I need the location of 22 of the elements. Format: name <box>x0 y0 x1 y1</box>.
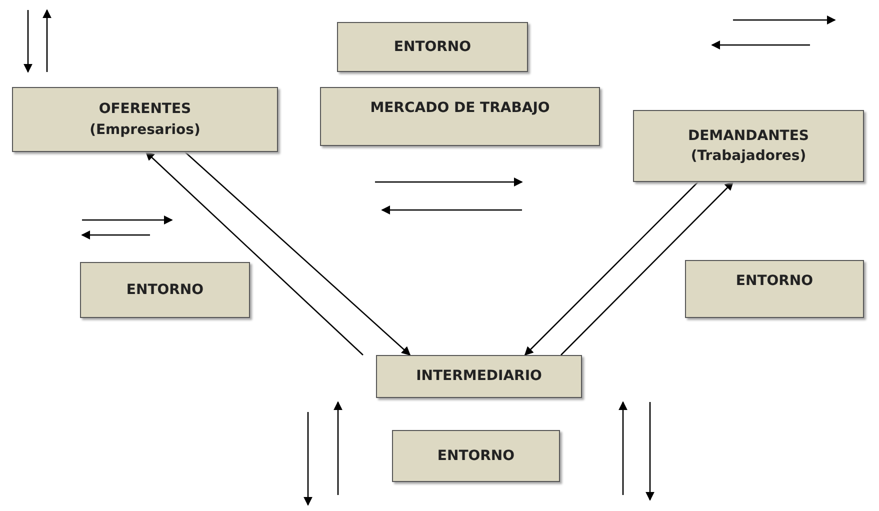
text-box <box>376 355 582 398</box>
box-label: DEMANDANTES <box>688 126 810 146</box>
box-label: ENTORNO <box>126 280 204 300</box>
box-label: ENTORNO <box>736 272 814 291</box>
text-box <box>392 430 560 482</box>
arrow <box>184 152 411 356</box>
box-label: ENTORNO <box>437 446 515 466</box>
box-label: (Trabajadores) <box>690 147 806 166</box>
arrow <box>524 182 698 356</box>
arrow <box>145 151 364 356</box>
box-label: MERCADO DE TRABAJO <box>370 99 550 118</box>
text-box <box>633 110 864 182</box>
text-box <box>337 22 528 72</box>
text-box <box>685 260 864 318</box>
box-label: OFERENTES <box>98 100 192 120</box>
arrow <box>560 181 734 356</box>
text-box <box>80 262 250 318</box>
text-box <box>12 87 278 152</box>
text-box <box>320 87 600 146</box>
box-label: (Empresarios) <box>90 120 200 140</box>
box-label: INTERMEDIARIO <box>416 367 542 386</box>
box-label: ENTORNO <box>394 38 472 57</box>
